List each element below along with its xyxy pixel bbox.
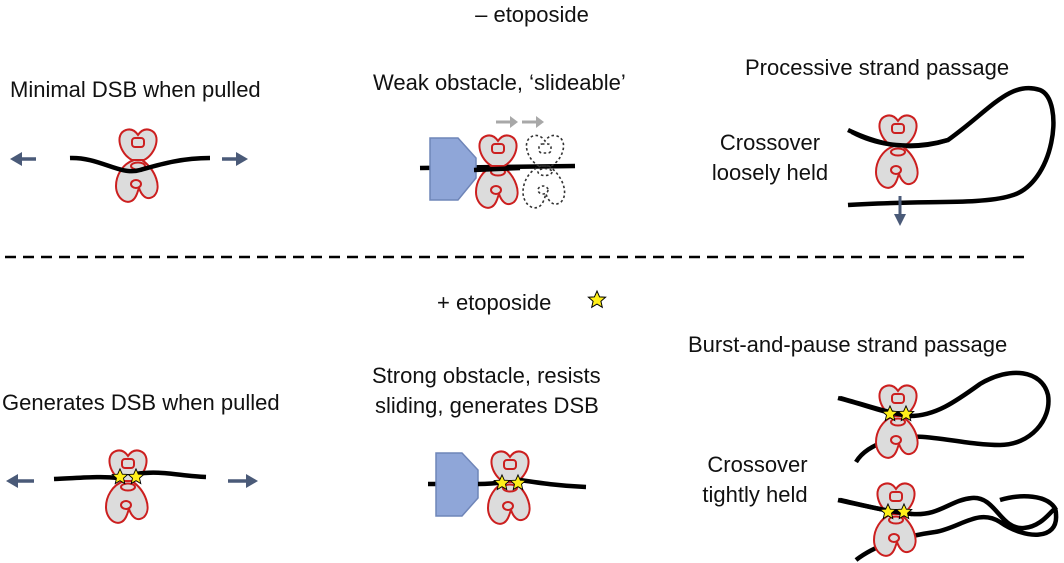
title-generates-dsb: Generates DSB when pulled (2, 390, 280, 415)
topo-enzyme-icon (487, 450, 531, 525)
note-tightly-held: tightly held (702, 482, 808, 507)
note-crossover-top: Crossover (719, 130, 821, 155)
topo-enzyme-icon (875, 384, 919, 459)
note-loosely-held: loosely held (711, 160, 829, 185)
dna-strand (69, 155, 211, 174)
enzyme-ghost-icon (522, 134, 566, 209)
title-weak-obstacle: Weak obstacle, ‘slideable’ (373, 70, 626, 95)
obstacle-protein-icon (429, 137, 477, 201)
topo-enzyme-icon (105, 449, 149, 524)
header-minus-etoposide: – etoposide (475, 2, 589, 27)
panel1-bottom-scene (6, 449, 258, 524)
dna-loop (847, 85, 1056, 208)
arrowhead-right-icon (236, 152, 248, 166)
dna-supercoil (837, 495, 1059, 562)
dna-loop (837, 370, 1051, 464)
dna-strand-broken-left (53, 474, 119, 482)
header-plus-etoposide: + etoposide (437, 290, 552, 315)
dna-strand-broken-right (135, 470, 207, 480)
etoposide-star-icon (587, 290, 607, 308)
panel2-top-scene (419, 116, 576, 209)
topo-enzyme-icon (875, 114, 919, 189)
arrowhead-left-icon (10, 152, 22, 166)
panel3-top-scene (847, 85, 1056, 226)
title-burst-pause: Burst-and-pause strand passage (688, 332, 1008, 357)
title-processive-passage: Processive strand passage (745, 55, 1010, 80)
note-crossover-bottom: Crossover (707, 452, 808, 477)
topo-enzyme-icon (873, 482, 917, 557)
panel3-bottom-scene (837, 370, 1059, 562)
panel1-top-scene (10, 128, 248, 203)
obstacle-protein-icon (435, 452, 479, 517)
title-minimal-dsb: Minimal DSB when pulled (10, 77, 261, 102)
title-strong-obstacle-2: sliding, generates DSB (375, 393, 599, 418)
slide-arrows-icon (496, 116, 544, 128)
panel2-bottom-scene (428, 450, 587, 525)
title-strong-obstacle-1: Strong obstacle, resists (372, 363, 601, 388)
